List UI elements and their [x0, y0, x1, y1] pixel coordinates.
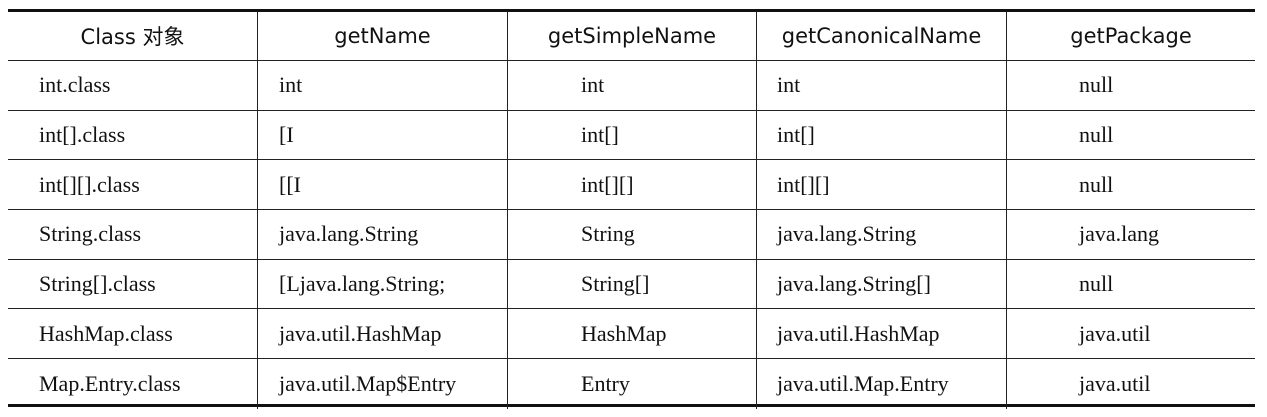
header-cell-class-object: Class 对象: [8, 12, 258, 60]
header-cell-getpackage: getPackage: [1070, 24, 1192, 48]
class-name-table: Class 对象 getName getSimpleName getCanoni…: [8, 9, 1255, 409]
table-header-row: Class 对象 getName getSimpleName getCanoni…: [8, 12, 1255, 61]
table-row: HashMap.class java.util.HashMap HashMap …: [8, 309, 1255, 360]
table-row: int[][].class [[I int[][] int[][] null: [8, 160, 1255, 211]
header-cell-getname: getName: [258, 12, 508, 60]
table-cell: null: [1079, 171, 1114, 197]
table-cell: [[I: [258, 160, 508, 210]
table-cell: [Ljava.lang.String;: [258, 259, 508, 309]
table-cell: java.util.HashMap: [258, 309, 508, 359]
table-cell: java.lang.String: [258, 210, 508, 259]
table-cell: String[].class: [8, 259, 258, 309]
table-cell: java.util.Map.Entry: [757, 359, 1007, 409]
table-cell: int: [258, 61, 508, 110]
table-cell: java.util.HashMap: [757, 309, 1007, 359]
table-cell: java.lang: [1079, 221, 1160, 247]
table-cell: null: [1079, 271, 1114, 297]
table-cell: java.lang.String: [757, 210, 1007, 259]
table-cell: null: [1079, 122, 1114, 148]
table-cell: Map.Entry.class: [8, 359, 258, 409]
table-cell: HashMap.class: [8, 309, 258, 359]
header-cell-getsimplename: getSimpleName: [508, 12, 757, 60]
table-row: int.class int int int null: [8, 61, 1255, 111]
table-cell: null: [1079, 72, 1114, 98]
table-cell: java.util: [1079, 370, 1151, 396]
table-cell: int[]: [508, 110, 757, 160]
table-cell: java.util: [1079, 320, 1151, 346]
table-cell: String[]: [508, 259, 757, 309]
table-cell: int[].class: [8, 110, 258, 160]
table-cell: HashMap: [508, 309, 757, 359]
table-cell: String.class: [8, 210, 258, 259]
table-cell: int: [757, 61, 1007, 110]
table-cell: [I: [258, 110, 508, 160]
table-cell: int.class: [8, 61, 258, 110]
table-row: String[].class [Ljava.lang.String; Strin…: [8, 259, 1255, 310]
table-cell: java.util.Map$Entry: [258, 359, 508, 409]
table-cell: String: [508, 210, 757, 259]
table-cell: int[][].class: [8, 160, 258, 210]
table-row: String.class java.lang.String String jav…: [8, 210, 1255, 260]
table-cell: java.lang.String[]: [757, 259, 1007, 309]
table-cell: int[][]: [757, 160, 1007, 210]
table-row: Map.Entry.class java.util.Map$Entry Entr…: [8, 359, 1255, 409]
header-cell-getcanonicalname: getCanonicalName: [757, 12, 1007, 60]
table-cell: Entry: [508, 359, 757, 409]
table-cell: int: [508, 61, 757, 110]
table-cell: int[][]: [508, 160, 757, 210]
table-cell: int[]: [757, 110, 1007, 160]
table-row: int[].class [I int[] int[] null: [8, 110, 1255, 161]
